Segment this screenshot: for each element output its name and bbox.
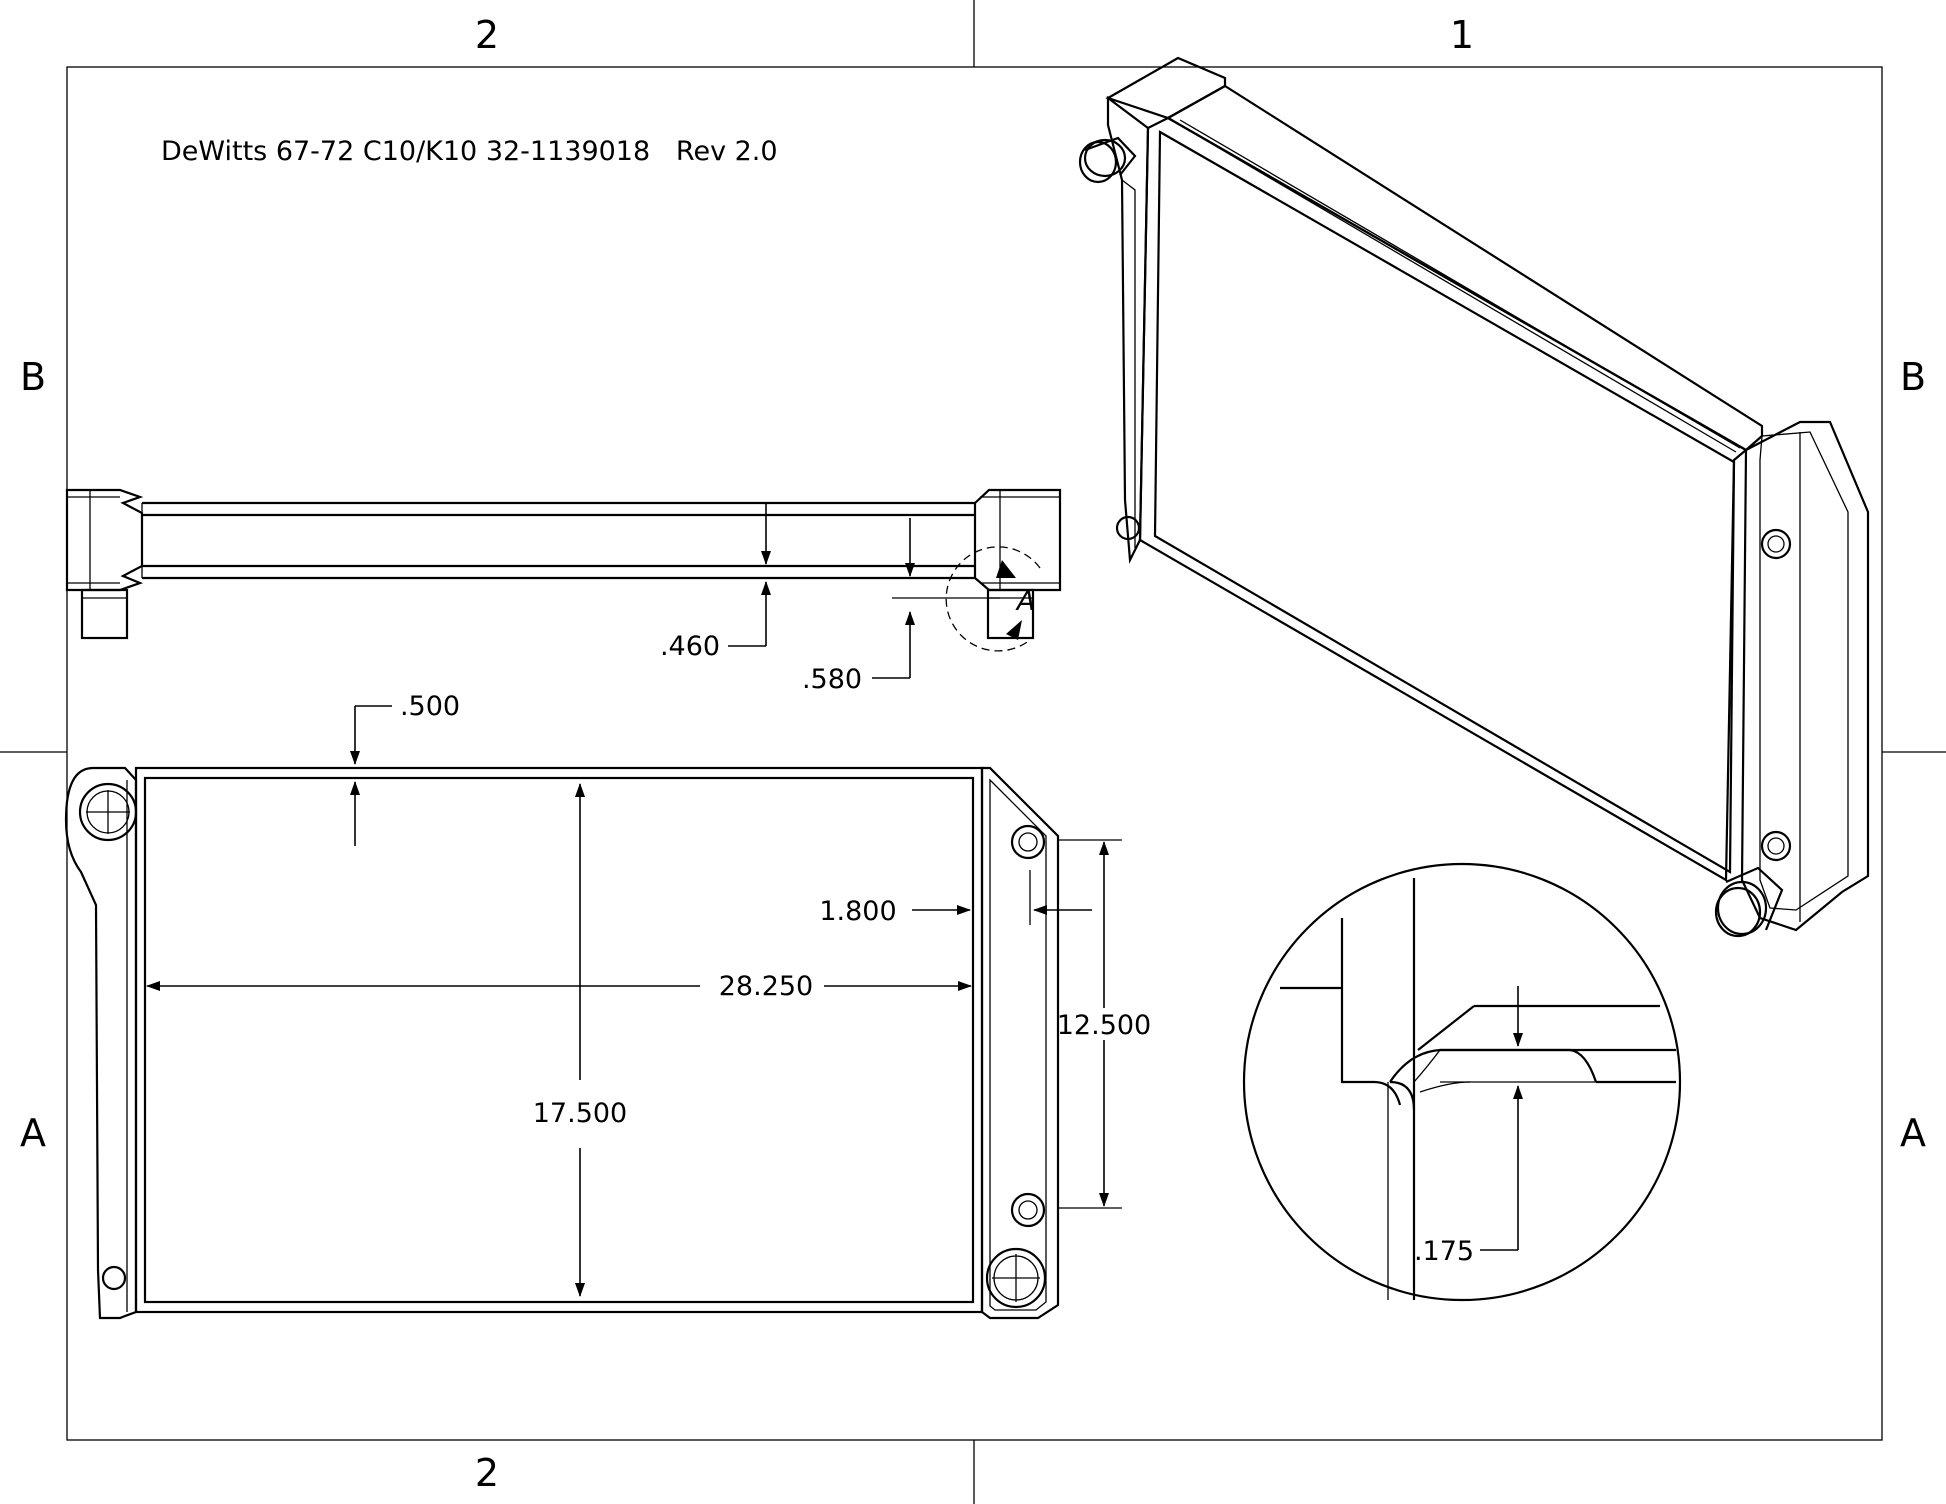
dim-175: [1480, 986, 1523, 1251]
zone-label-top-1: 1: [1450, 13, 1474, 57]
dim-12500: [1058, 839, 1122, 1209]
dim-28250-text: 28.250: [719, 971, 813, 1002]
zone-label-right-B: B: [1900, 355, 1926, 399]
front-view: [64, 766, 1060, 1320]
drawing-title: DeWitts 67-72 C10/K10 32-1139018 Rev 2.0: [161, 136, 778, 167]
dim-17500-text: 17.500: [533, 1098, 627, 1129]
dim-500: [350, 705, 392, 846]
dim-580: [872, 518, 1000, 679]
dim-460: [728, 502, 771, 647]
zone-label-top-2: 2: [475, 13, 499, 57]
detail-label-A: A: [1015, 586, 1035, 617]
dim-460-text: .460: [660, 631, 720, 662]
isometric-view: [1078, 56, 1870, 938]
top-view: A: [65, 488, 1062, 652]
zone-label-left-A: A: [20, 1111, 46, 1155]
dim-12500-text: 12.500: [1057, 1010, 1151, 1041]
zone-label-left-B: B: [20, 355, 46, 399]
zone-label-bottom-2: 2: [475, 1451, 499, 1495]
dim-1800-text: 1.800: [819, 896, 896, 927]
dim-175-text: .175: [1414, 1236, 1474, 1267]
zone-label-right-A: A: [1900, 1111, 1926, 1155]
dim-1800: [912, 870, 1092, 925]
detail-A-view: [1242, 862, 1682, 1302]
dim-500-text: .500: [400, 691, 460, 722]
dim-580-text: .580: [802, 664, 862, 695]
